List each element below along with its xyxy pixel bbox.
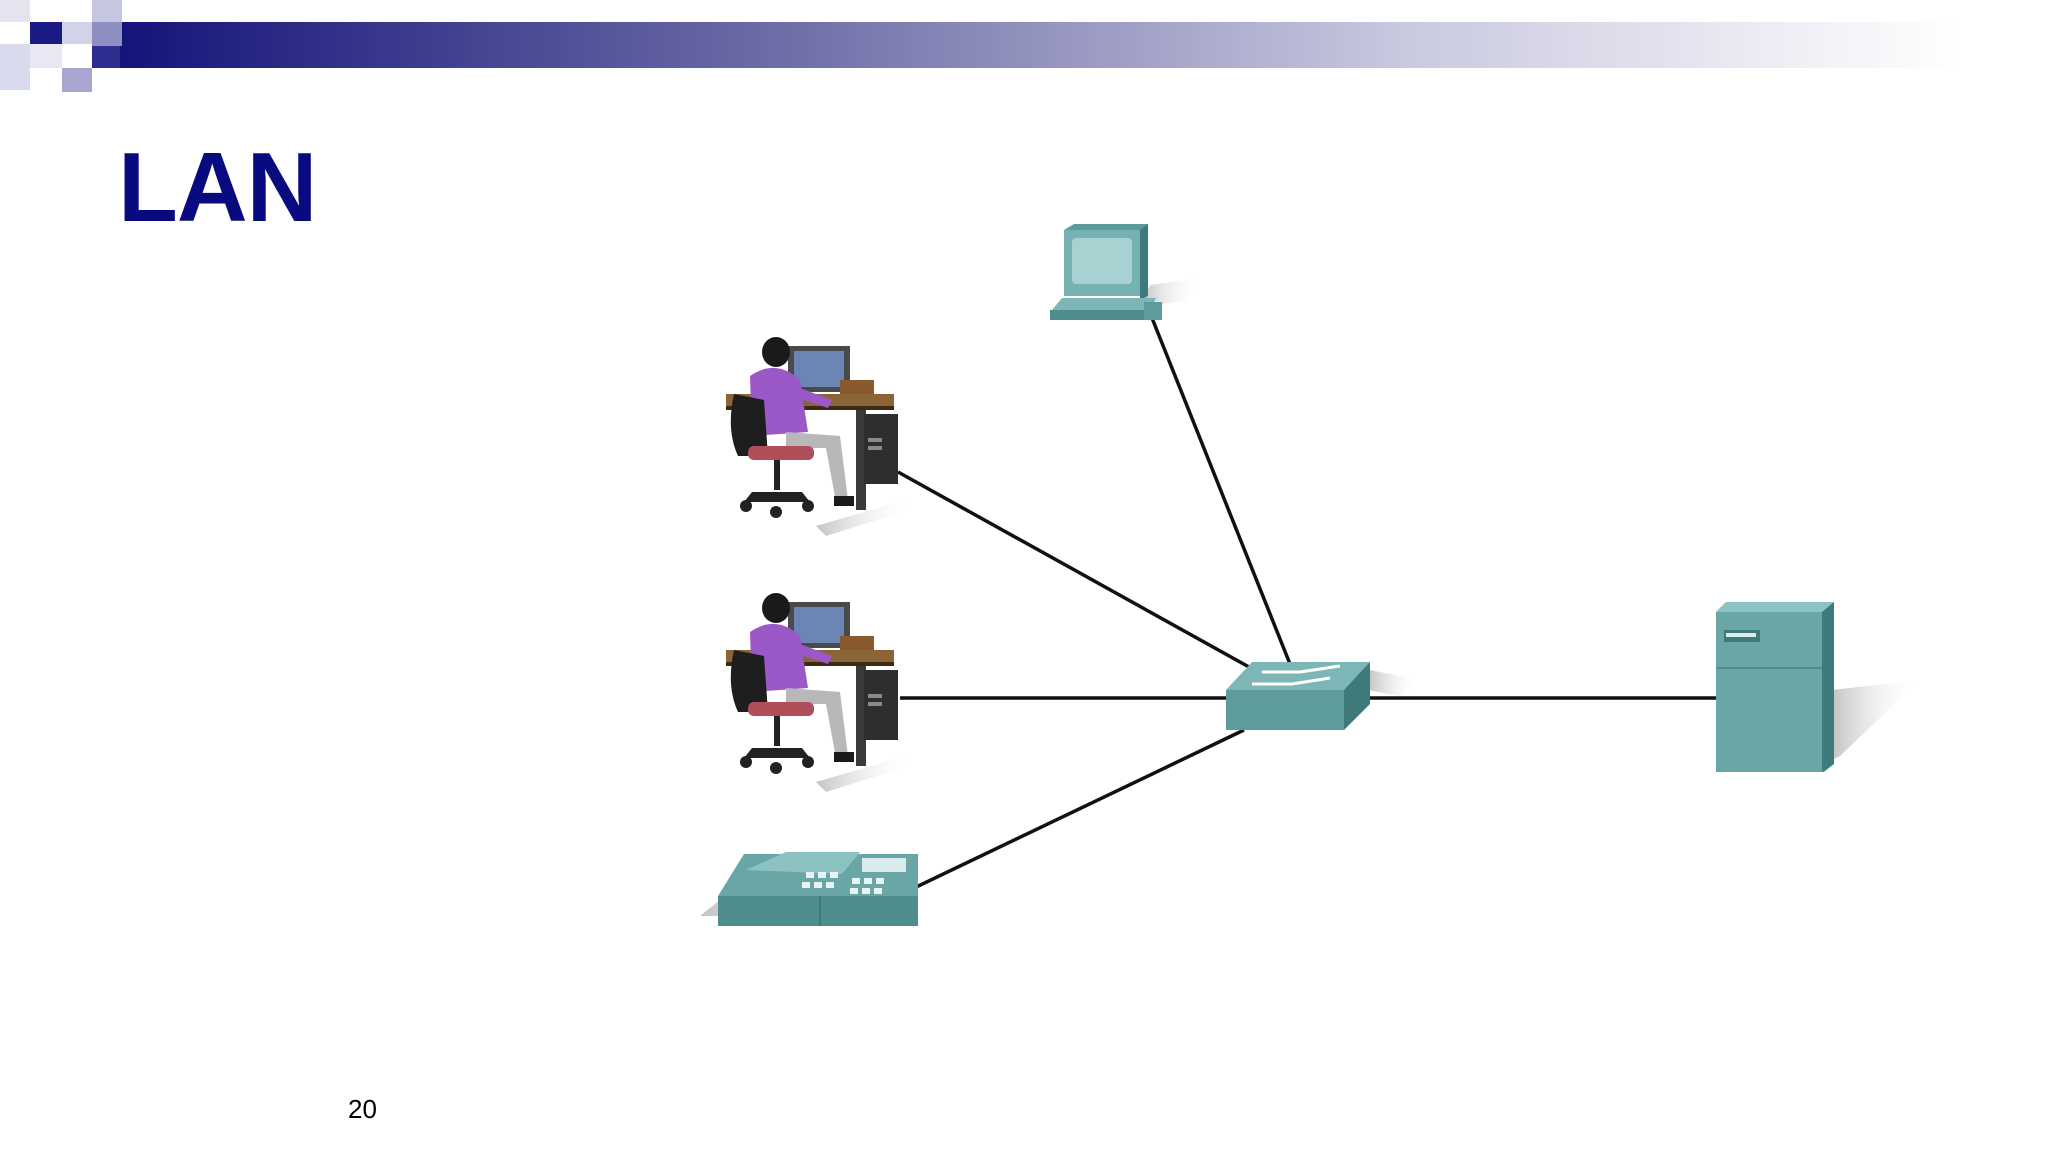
network-links: [897, 317, 1716, 892]
user-workstation-icon: [726, 337, 916, 536]
server-icon: [1716, 602, 1920, 772]
desktop-computer-icon: [1050, 224, 1200, 320]
header-squares: [0, 0, 122, 92]
link-phone-switch: [909, 728, 1245, 892]
page-number: 20: [348, 1094, 377, 1124]
header-bar: [0, 0, 1960, 92]
link-workstation1-switch: [897, 470, 1259, 674]
user-workstation-icon: [726, 593, 916, 792]
switch-icon: [1226, 662, 1420, 730]
slide-title: LAN: [118, 132, 317, 242]
link-computer-switch: [1150, 317, 1292, 665]
header-gradient: [120, 22, 1960, 68]
ip-phone-icon: [700, 852, 930, 926]
